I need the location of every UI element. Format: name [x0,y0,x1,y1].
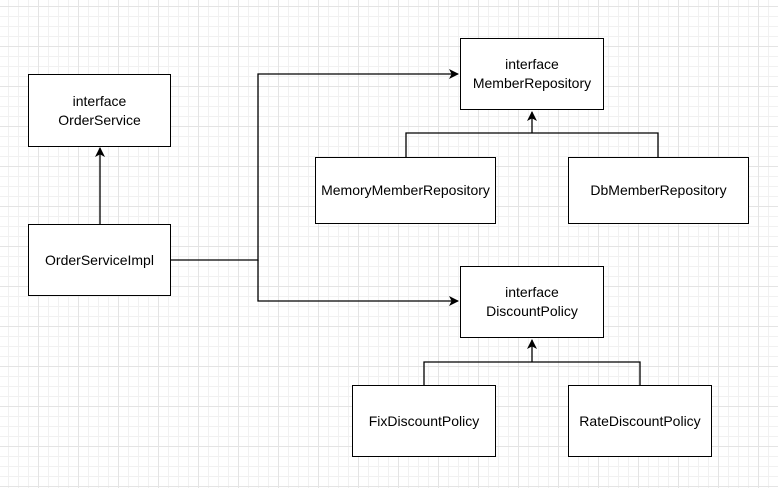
discount-policy-stereotype: interface [505,284,559,300]
edge-impl-to-discount-policy [257,260,459,306]
db-member-repository-name: DbMemberRepository [590,182,727,198]
memory-member-repository-box[interactable]: MemoryMemberRepository [315,157,496,224]
discount-policy-name: DiscountPolicy [486,303,578,319]
order-service-stereotype: interface [72,92,127,109]
fix-discount-policy-name: FixDiscountPolicy [368,412,480,429]
fix-discount-policy-box[interactable]: FixDiscountPolicy [352,385,496,457]
edge-fix-policy-to-discount-policy [423,361,532,385]
memory-member-repository-name: MemoryMemberRepository [321,182,490,198]
db-member-repository-box[interactable]: DbMemberRepository [568,157,749,224]
discount-policy-interface-box[interactable]: interface DiscountPolicy [460,266,604,338]
member-repository-stereotype: interface [505,56,559,72]
edge-memory-repo-to-member-repository [405,132,532,157]
edge-db-repo-to-member-repository [532,132,659,157]
member-repository-interface-box[interactable]: interface MemberRepository [460,38,604,110]
rate-discount-policy-name: RateDiscountPolicy [579,412,701,429]
order-service-name: OrderService [58,111,141,128]
order-service-interface-box[interactable]: interface OrderService [28,74,171,147]
edge-rate-policy-to-discount-policy [532,361,641,385]
edge-impl-to-member-repository [171,69,459,261]
member-repository-name: MemberRepository [472,75,592,91]
rate-discount-policy-box[interactable]: RateDiscountPolicy [568,385,712,457]
order-service-impl-name: OrderServiceImpl [45,251,154,268]
order-service-impl-box[interactable]: OrderServiceImpl [28,224,171,296]
